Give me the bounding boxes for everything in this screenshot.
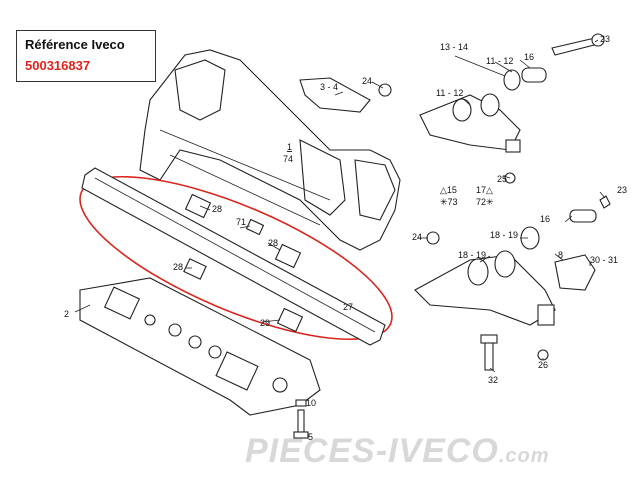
label-28-b: 28 xyxy=(268,238,278,248)
label-23-upper: 23 xyxy=(600,34,610,44)
label-74: 74 xyxy=(283,154,293,164)
lower-control-arm xyxy=(414,195,611,371)
label-30-31: 30 - 31 xyxy=(590,255,618,265)
label-32: 32 xyxy=(488,375,498,385)
part-labels: 1 74 2 3 - 4 5 8 10 11 - 12 11 - 12 13 -… xyxy=(64,34,627,442)
bolt-5 xyxy=(293,399,309,439)
label-13-14: 13 - 14 xyxy=(440,42,468,52)
bracket-3-4 xyxy=(299,77,392,113)
label-26: 26 xyxy=(538,360,548,370)
label-23-lower: 23 xyxy=(617,185,627,195)
upper-control-arm xyxy=(419,33,605,184)
label-3-4: 3 - 4 xyxy=(320,82,338,92)
label-15: △15 xyxy=(440,185,457,195)
leader-lines xyxy=(74,39,606,373)
reference-title: Référence Iveco xyxy=(25,37,125,52)
label-24-upper: 24 xyxy=(362,76,372,86)
reference-box: Référence Iveco 500316837 xyxy=(16,30,156,82)
label-11-12-lower: 11 - 12 xyxy=(436,88,463,98)
label-73: ✳73 xyxy=(440,197,458,207)
label-10: 10 xyxy=(306,398,316,408)
label-1: 1 xyxy=(287,142,292,152)
crossmember-bar xyxy=(81,167,386,346)
label-16-lower: 16 xyxy=(540,214,550,224)
label-71: 71 xyxy=(236,217,246,227)
label-72: 72✳ xyxy=(476,197,494,207)
watermark: PIECES-IVECO.com xyxy=(245,432,550,471)
reference-number: 500316837 xyxy=(25,58,91,73)
label-11-12-upper: 11 - 12 xyxy=(486,56,513,66)
highlight-crossmember xyxy=(79,175,393,341)
label-8: 8 xyxy=(558,250,563,260)
label-17: 17△ xyxy=(476,185,493,195)
label-18-19-lower: 18 - 19 xyxy=(458,250,486,260)
label-28-a: 28 xyxy=(212,204,222,214)
label-2: 2 xyxy=(64,309,69,319)
label-5: 5 xyxy=(308,432,313,442)
chassis-frame xyxy=(139,49,401,251)
label-25: 25 xyxy=(497,174,507,184)
label-27: 27 xyxy=(343,302,353,312)
label-29: 29 xyxy=(260,318,270,328)
watermark-main: PIECES-IVECO xyxy=(245,432,499,470)
label-28-c: 28 xyxy=(173,262,183,272)
label-16-upper: 16 xyxy=(524,52,534,62)
label-18-19-upper: 18 - 19 xyxy=(490,230,518,240)
skid-plate xyxy=(79,277,321,416)
label-24-lower: 24 xyxy=(412,232,422,242)
watermark-suffix: .com xyxy=(498,445,550,467)
